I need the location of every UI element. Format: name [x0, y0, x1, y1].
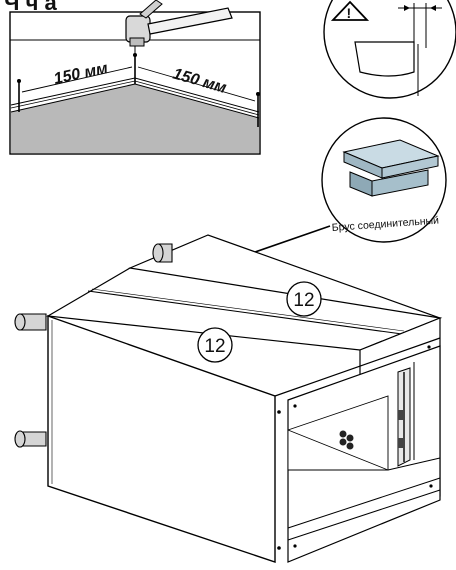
- warning-symbol: !: [347, 5, 352, 21]
- part-number-back: 12: [293, 290, 314, 311]
- drawer-slide-icon: [397, 367, 411, 467]
- connector-bar-icon: [342, 139, 440, 197]
- nail-icon: [18, 56, 259, 127]
- connector-bar-inset: Брус соединительный: [177, 117, 447, 280]
- floor-nailing-inset: 150 мм 150 мм Ч ч а: [4, 0, 261, 155]
- connector-knob-icon: [14, 243, 173, 448]
- warning-icon: [330, 0, 370, 21]
- warning-inset: !: [323, 0, 456, 99]
- hammer-icon: [125, 0, 233, 47]
- fitting-icon: [339, 430, 354, 450]
- part-number-front: 12: [204, 336, 225, 357]
- svg-text:Ч ч а: Ч ч а: [4, 0, 57, 15]
- cabinet-drawing: 12 12: [14, 234, 443, 563]
